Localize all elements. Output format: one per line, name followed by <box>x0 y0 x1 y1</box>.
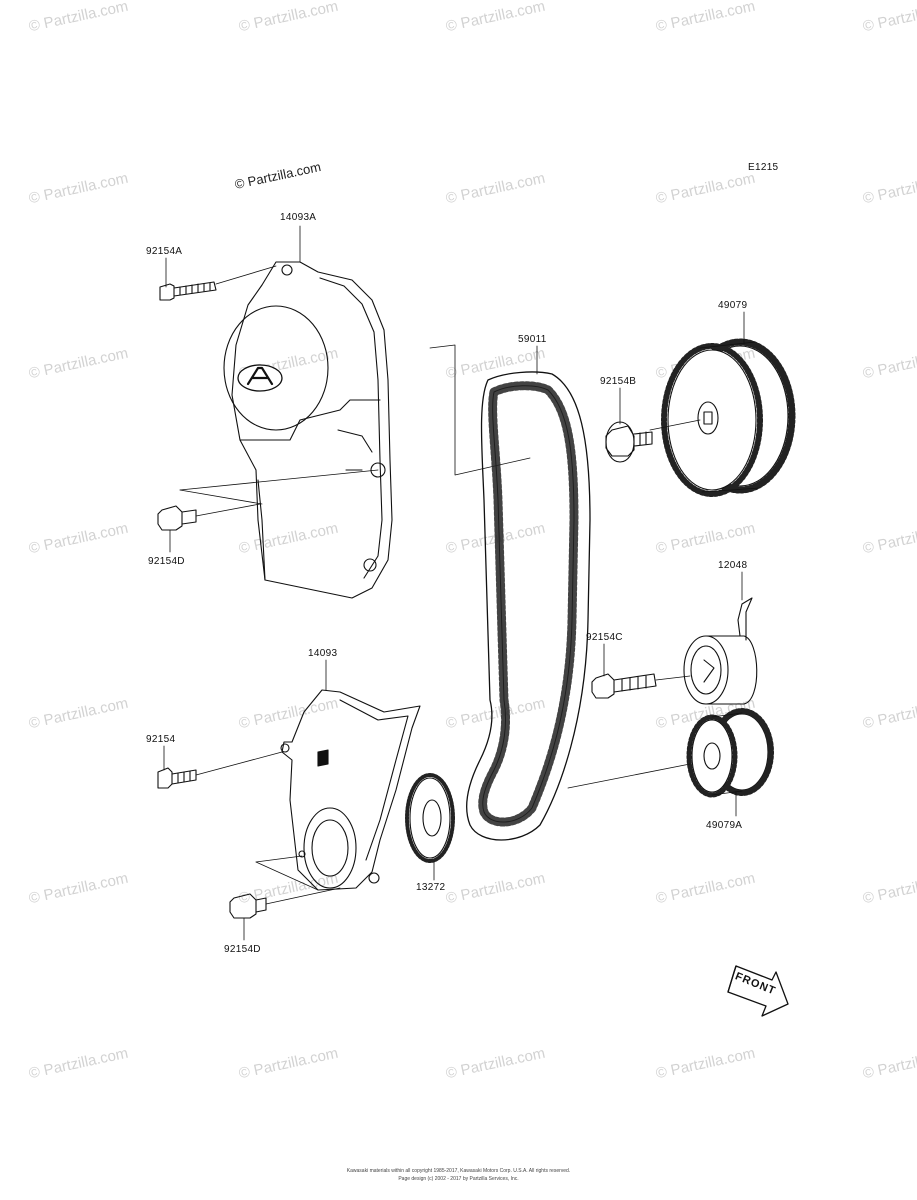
cam-pulley <box>649 338 796 497</box>
part-label-92154[interactable]: 92154 <box>146 734 176 745</box>
bolt-92154d-upper <box>157 469 379 531</box>
logo-emblem <box>237 364 283 392</box>
part-label-92154a[interactable]: 92154A <box>146 246 183 257</box>
label-leaders <box>163 225 745 941</box>
bolt-92154d-lower <box>229 855 341 919</box>
crank-pulley <box>567 708 774 798</box>
bolt-92154c <box>591 673 691 699</box>
bolt-92154a <box>159 265 277 301</box>
upper-timing-cover <box>223 261 393 599</box>
lower-timing-cover <box>280 689 421 891</box>
part-label-49079a[interactable]: 49079A <box>706 820 743 831</box>
copyright-line-1: Kawasaki materials within all copyright … <box>346 1168 571 1174</box>
part-label-49079[interactable]: 49079 <box>718 300 748 311</box>
part-label-13272[interactable]: 13272 <box>416 882 446 893</box>
part-label-92154d-lower[interactable]: 92154D <box>224 944 261 955</box>
part-label-92154c[interactable]: 92154C <box>586 632 623 643</box>
diagram-code: E1215 <box>748 162 779 173</box>
bolt-92154 <box>157 751 283 789</box>
tensioner-pulley <box>683 597 758 705</box>
timing-belt <box>466 371 591 841</box>
front-arrow-shape <box>727 965 789 1017</box>
part-label-92154d-upper[interactable]: 92154D <box>148 556 185 567</box>
part-label-14093a[interactable]: 14093A <box>280 212 317 223</box>
part-label-59011[interactable]: 59011 <box>518 334 547 345</box>
washer <box>405 773 455 863</box>
part-label-92154b[interactable]: 92154B <box>600 376 637 387</box>
part-label-12048[interactable]: 12048 <box>718 560 748 571</box>
part-label-14093[interactable]: 14093 <box>308 648 338 659</box>
copyright-line-2: Page design (c) 2002 - 2017 by Partzilla… <box>398 1176 519 1182</box>
bolt-92154b <box>605 421 653 463</box>
